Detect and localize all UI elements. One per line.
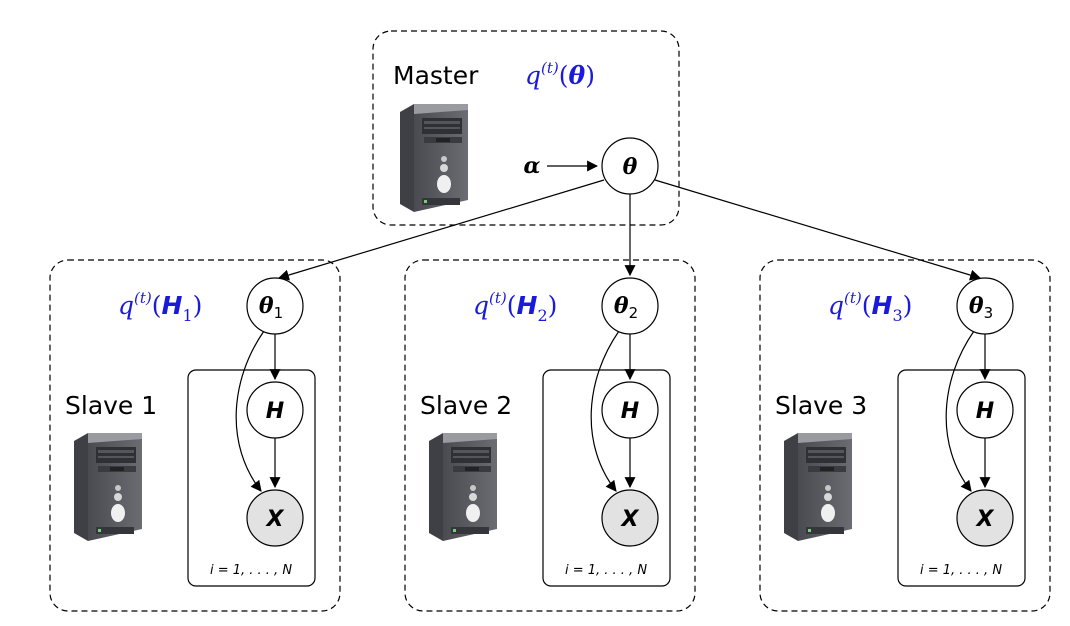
- slave-1-dist-label: q(t)(H1): [118, 289, 202, 325]
- master-dist-label: q(t)(θ): [525, 59, 595, 90]
- slave-2-label: Slave 2: [420, 391, 512, 420]
- H-node-2-label: H: [621, 399, 639, 424]
- slave-3-dist-label: q(t)(H3): [828, 289, 912, 325]
- X-node-3-label: X: [975, 507, 995, 532]
- slave-1-computer-icon: [74, 433, 142, 541]
- theta-node-label: θ: [623, 154, 638, 180]
- alpha-label: α: [524, 153, 541, 179]
- plate-2: [542, 369, 671, 587]
- edge-theta-theta1: [277, 179, 605, 281]
- X-node-2-label: X: [620, 507, 640, 532]
- edge-theta1-X: [235, 330, 265, 492]
- H-node-3: [956, 381, 1014, 439]
- slave-3-label: Slave 3: [775, 391, 867, 420]
- H-node-1-label: H: [266, 399, 284, 424]
- edge-theta-theta3: [654, 179, 982, 281]
- slave-box-3: [759, 259, 1051, 612]
- X-node-3: [956, 489, 1014, 547]
- plate-1-label: i = 1, . . . , N: [210, 563, 292, 578]
- theta-3-node: [956, 277, 1014, 335]
- plate-1: [187, 369, 316, 587]
- slave-1: Slave 1 q(t)(H1) θ1H Xi = 1, . . . , N: [65, 277, 304, 578]
- X-node-1: [246, 489, 304, 547]
- H-node-3-label: H: [976, 399, 994, 424]
- slave-2: Slave 2 q(t)(H2) θ2H Xi = 1, . . . , N: [420, 277, 659, 578]
- theta-1-node: [246, 277, 304, 335]
- slave-2-dist-label: q(t)(H2): [473, 289, 557, 325]
- slave-box-2: [404, 259, 696, 612]
- master-box: [372, 30, 680, 226]
- X-node-2: [601, 489, 659, 547]
- theta-2-node-label: θ2: [614, 293, 638, 322]
- edge-theta2-X: [590, 330, 620, 492]
- H-node-2: [601, 381, 659, 439]
- master-label: Master: [393, 61, 479, 90]
- X-node-1-label: X: [265, 507, 285, 532]
- master-computer-icon: [400, 104, 468, 212]
- H-node-1: [246, 381, 304, 439]
- slave-2-computer-icon: [429, 433, 497, 541]
- plate-2-label: i = 1, . . . , N: [565, 563, 647, 578]
- plate-3-label: i = 1, . . . , N: [920, 563, 1002, 578]
- slave-3-computer-icon: [784, 433, 852, 541]
- slave-box-1: [49, 259, 341, 612]
- plate-3: [897, 369, 1026, 587]
- slave-1-label: Slave 1: [65, 391, 157, 420]
- theta-2-node: [601, 277, 659, 335]
- slave-3: Slave 3 q(t)(H3) θ3H Xi = 1, . . . , N: [775, 277, 1014, 578]
- theta-1-node-label: θ1: [259, 293, 283, 322]
- theta-node: [601, 137, 659, 195]
- theta-3-node-label: θ3: [969, 293, 993, 322]
- edge-theta3-X: [945, 330, 975, 492]
